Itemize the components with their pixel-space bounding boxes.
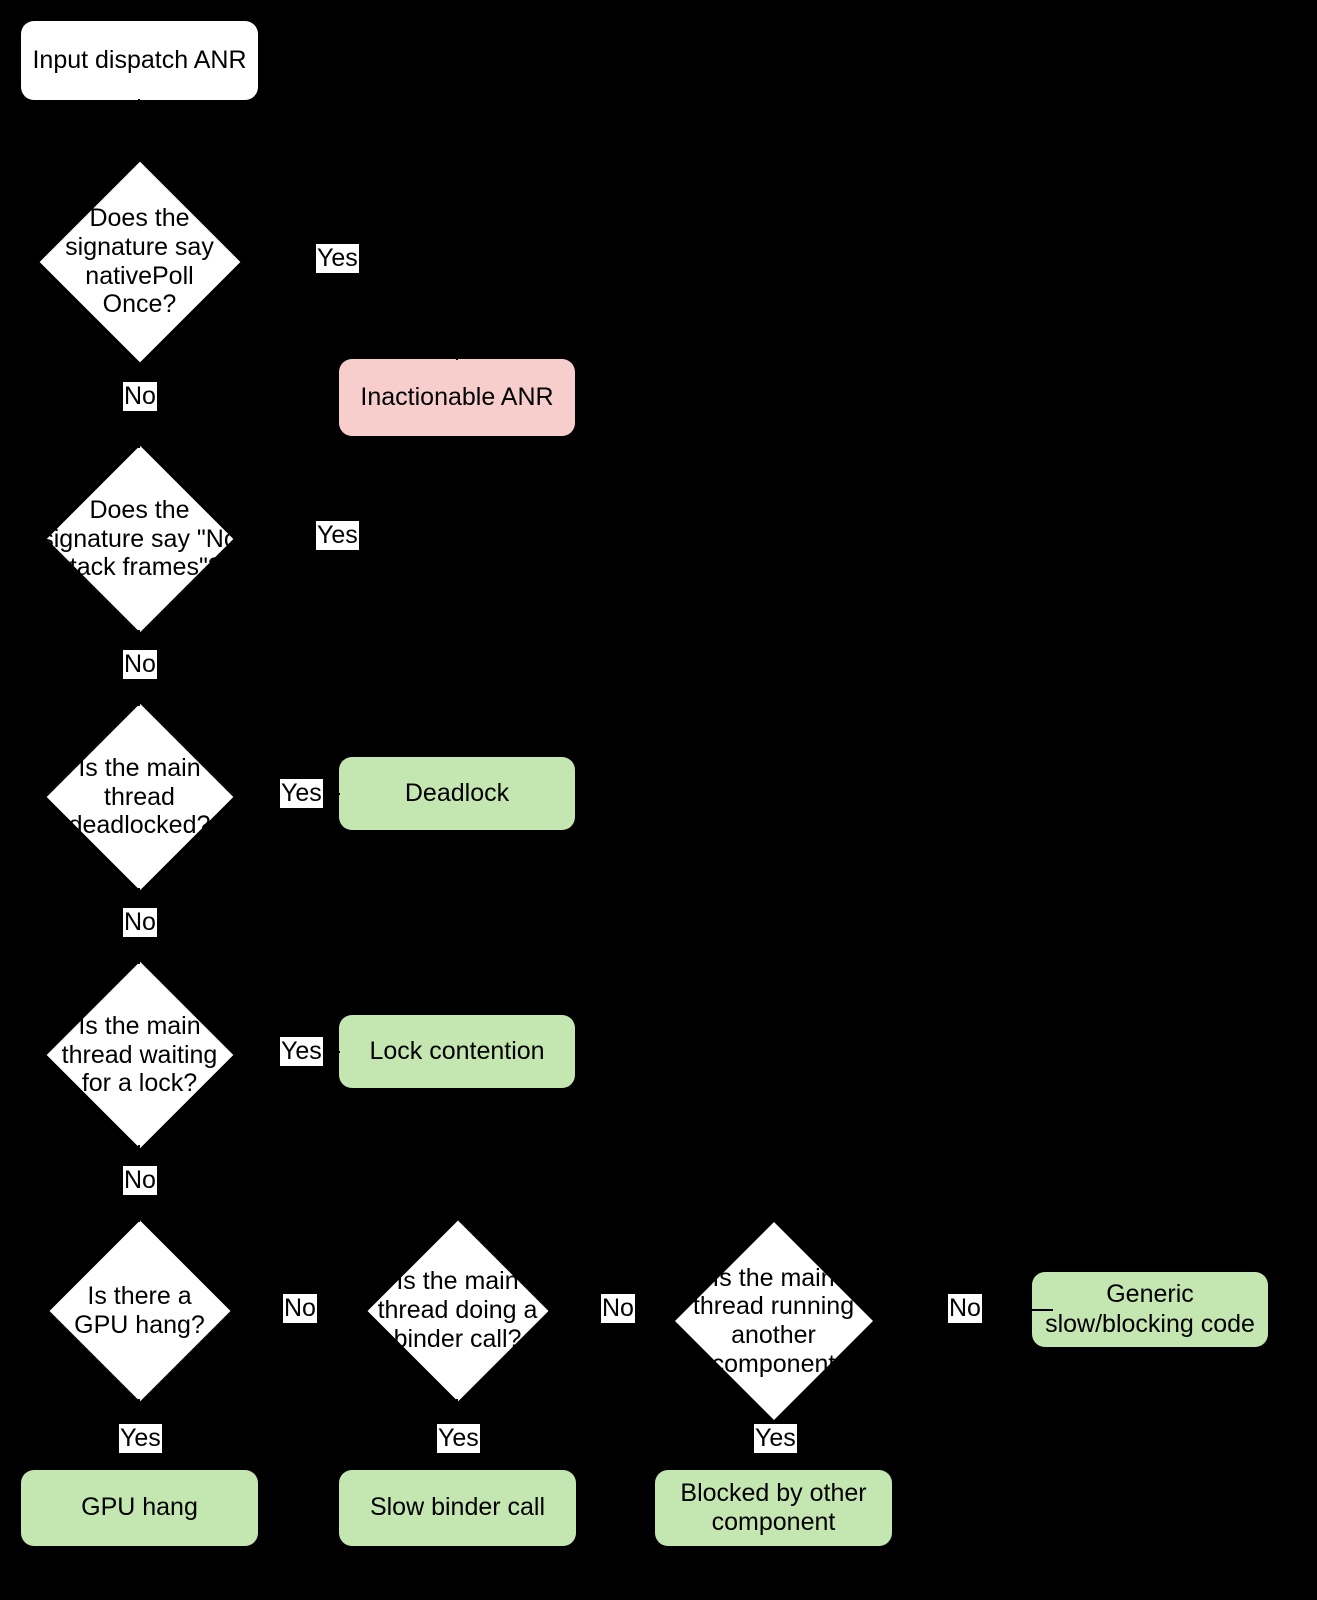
node-lock-contention[interactable]: Lock contention: [339, 1015, 575, 1088]
edge-d1-yes-down: [456, 260, 458, 360]
node-blocked-by-other-component[interactable]: Blocked by other component: [655, 1470, 892, 1546]
node-deadlock[interactable]: Deadlock: [339, 757, 575, 830]
node-gpu-hang[interactable]: GPU hang: [21, 1470, 258, 1546]
edge-label-d3-no: No: [123, 908, 157, 938]
decision-label: Is the main thread running another compo…: [692, 1263, 855, 1378]
edge-label-d6-no: No: [601, 1294, 635, 1324]
decision-native-poll-once[interactable]: Does the signature say nativePoll Once?: [21, 161, 258, 362]
edge-label-d7-yes: Yes: [754, 1424, 797, 1454]
decision-main-thread-binder-call[interactable]: Is the main thread doing a binder call?: [339, 1219, 576, 1402]
decision-label: Is the main thread waiting for a lock?: [61, 1011, 218, 1098]
decision-label: Does the signature say nativePoll Once?: [65, 204, 214, 319]
edge-label-d5-yes: Yes: [119, 1424, 162, 1454]
decision-label: Does the signature say "No stack frames"…: [41, 495, 238, 582]
edge-label-d6-yes: Yes: [437, 1424, 480, 1454]
decision-main-thread-waiting-lock[interactable]: Is the main thread waiting for a lock?: [21, 961, 258, 1149]
edge-label-d2-no: No: [123, 650, 157, 680]
decision-label: Is the main thread deadlocked?: [68, 753, 211, 840]
edge-start-to-d1: [138, 99, 140, 161]
decision-gpu-hang[interactable]: Is there a GPU hang?: [21, 1219, 258, 1402]
decision-no-stack-frames[interactable]: Does the signature say "No stack frames"…: [21, 445, 258, 633]
edge-label-d2-yes: Yes: [316, 521, 359, 551]
edge-label-d1-no: No: [123, 382, 157, 412]
node-slow-binder-call[interactable]: Slow binder call: [339, 1470, 576, 1546]
decision-label: Is the main thread doing a binder call?: [377, 1267, 538, 1353]
edge-label-d4-yes: Yes: [280, 1037, 323, 1067]
node-input-dispatch-anr[interactable]: Input dispatch ANR: [21, 21, 258, 100]
node-generic-slow-blocking-code[interactable]: Generic slow/blocking code: [1032, 1272, 1268, 1347]
decision-label: Is there a GPU hang?: [74, 1281, 205, 1339]
edge-label-d3-yes: Yes: [280, 779, 323, 809]
edge-label-d4-no: No: [123, 1166, 157, 1196]
edge-label-d1-yes: Yes: [316, 244, 359, 274]
edge-label-d7-no: No: [948, 1294, 982, 1324]
decision-main-thread-another-component[interactable]: Is the main thread running another compo…: [655, 1222, 892, 1420]
edge-label-d5-no: No: [283, 1294, 317, 1324]
node-inactionable-anr[interactable]: Inactionable ANR: [339, 359, 575, 436]
decision-main-thread-deadlocked[interactable]: Is the main thread deadlocked?: [21, 703, 258, 891]
